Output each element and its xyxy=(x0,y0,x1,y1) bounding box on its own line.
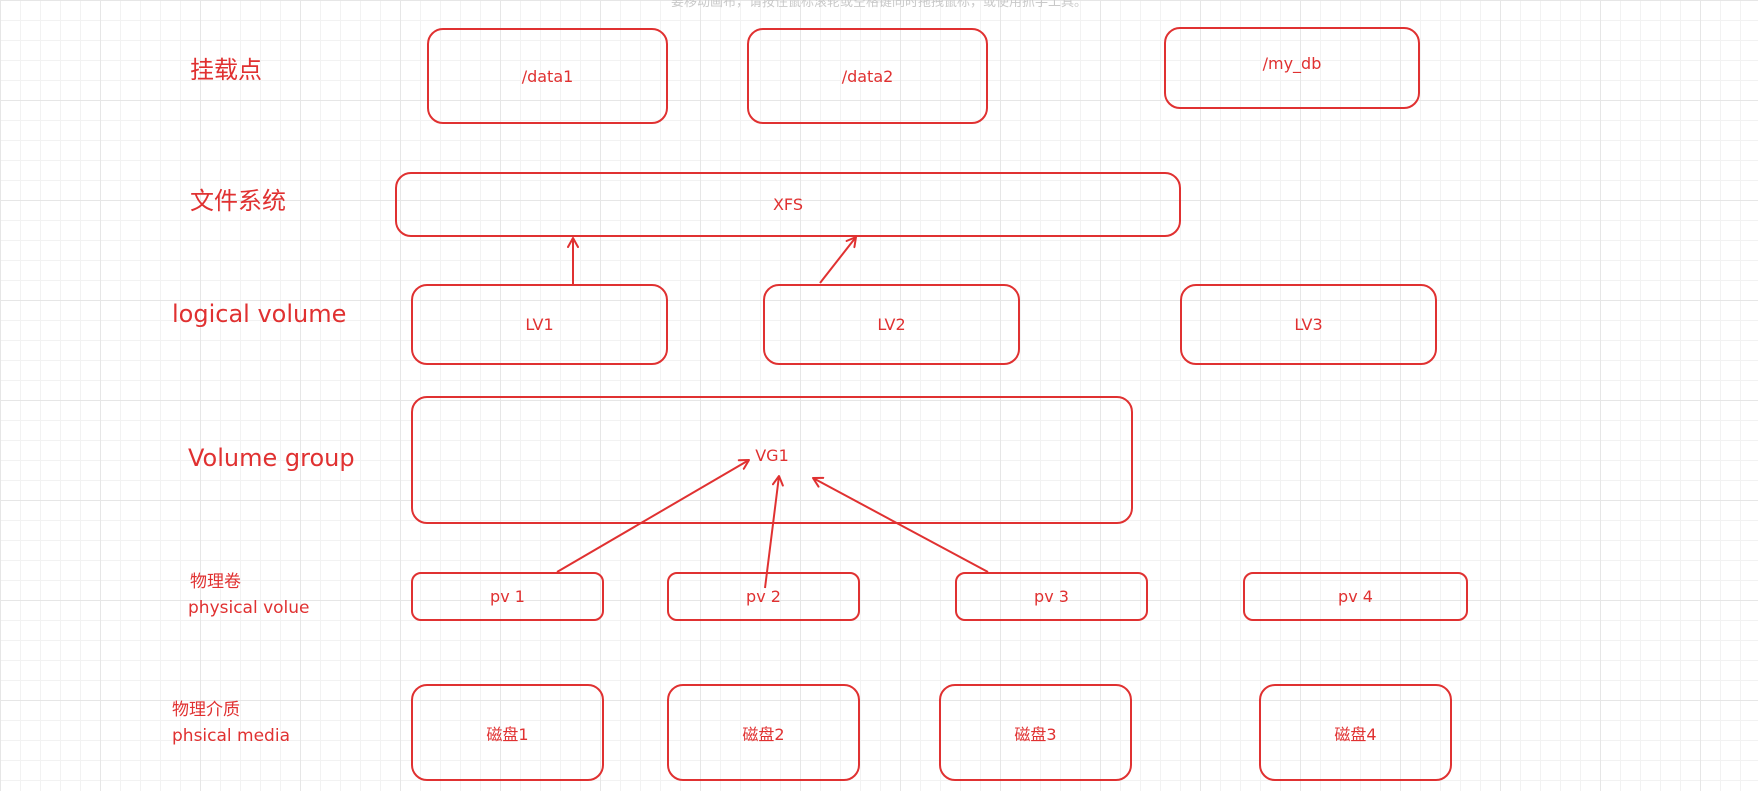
layer-label-physical-media-en: phsical media xyxy=(172,726,290,746)
disk-node-2[interactable]: 磁盘2 xyxy=(667,684,860,781)
pv-node-3[interactable]: pv 3 xyxy=(955,572,1148,621)
disk-node-1[interactable]: 磁盘1 xyxy=(411,684,604,781)
layer-label-physical-volume-en: physical volue xyxy=(188,598,310,618)
pv-node-4[interactable]: pv 4 xyxy=(1243,572,1468,621)
arrow-pv3-to-vg1 xyxy=(812,476,989,573)
layer-label-physical-volume-cn: 物理卷 xyxy=(190,572,241,592)
layer-label-physical-media-cn: 物理介质 xyxy=(172,700,240,720)
lv-node-lv3[interactable]: LV3 xyxy=(1180,284,1437,365)
mount-node-data1[interactable]: /data1 xyxy=(427,28,668,124)
canvas-hint-text: 要移动画布，请按住鼠标滚轮或空格键同时拖拽鼠标，或使用抓手工具。 xyxy=(670,0,1087,10)
pv-node-2[interactable]: pv 2 xyxy=(667,572,860,621)
vg-node-vg1[interactable]: VG1 xyxy=(411,396,1133,524)
mount-node-my-db[interactable]: /my_db xyxy=(1164,27,1420,109)
arrow-pv1-to-vg1 xyxy=(556,459,750,573)
mount-node-data2[interactable]: /data2 xyxy=(747,28,988,124)
layer-label-mount-point: 挂载点 xyxy=(190,56,262,84)
pv-node-1[interactable]: pv 1 xyxy=(411,572,604,621)
arrow-lv2-to-xfs xyxy=(819,236,857,284)
lv-node-lv2[interactable]: LV2 xyxy=(763,284,1020,365)
layer-label-logical-volume: logical volume xyxy=(172,300,347,328)
disk-node-3[interactable]: 磁盘3 xyxy=(939,684,1132,781)
lv-node-lv1[interactable]: LV1 xyxy=(411,284,668,365)
arrow-pv2-to-vg1 xyxy=(764,475,784,589)
layer-label-volume-group: Volume group xyxy=(188,444,355,472)
layer-label-file-system: 文件系统 xyxy=(190,187,286,215)
filesystem-node-xfs[interactable]: XFS xyxy=(395,172,1181,237)
disk-node-4[interactable]: 磁盘4 xyxy=(1259,684,1452,781)
